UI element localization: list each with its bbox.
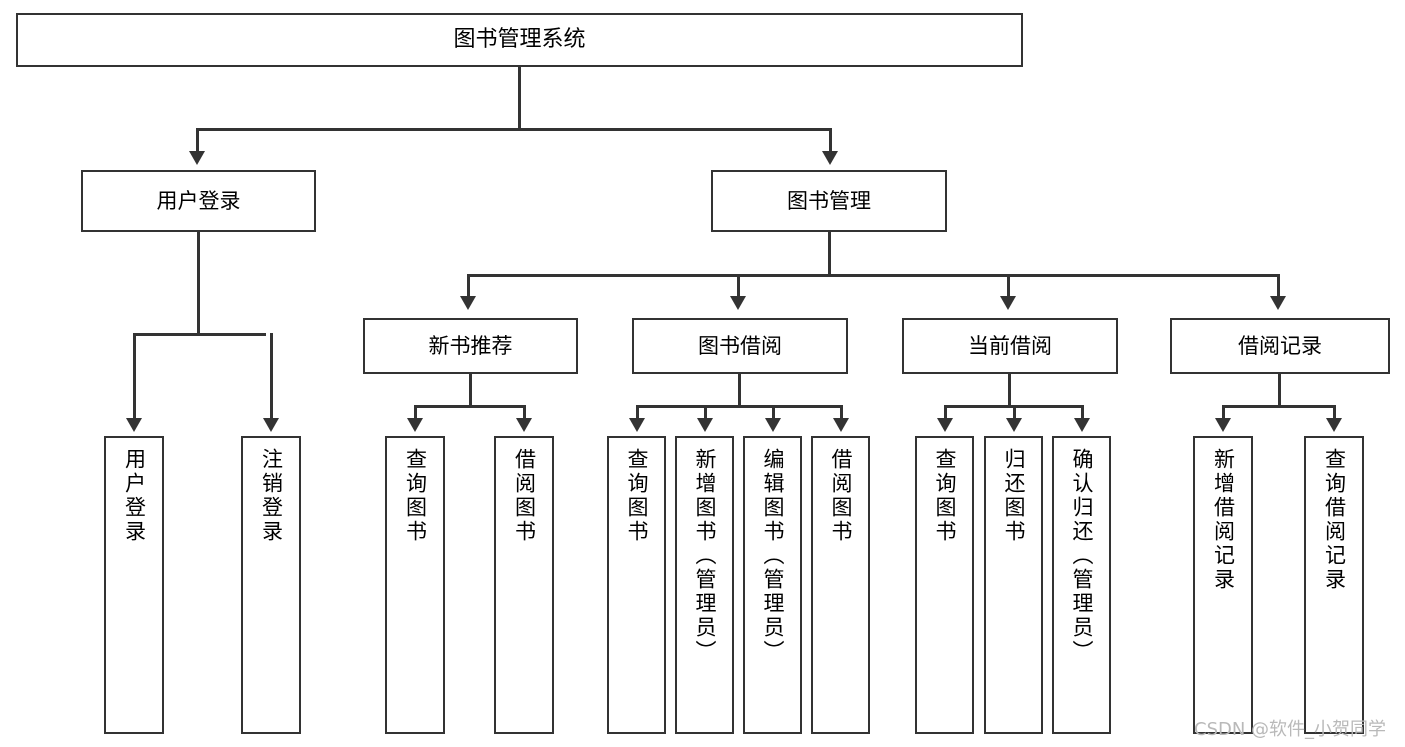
- leaf-new-book-query-books[interactable]: 查询图书: [385, 436, 445, 734]
- arrow-root-to-user-login: [189, 151, 205, 165]
- node-label: 当前借阅: [968, 333, 1052, 358]
- node-book-management[interactable]: 图书管理: [711, 170, 947, 232]
- node-user-login[interactable]: 用户登录: [81, 170, 316, 232]
- leaf-user-login-login[interactable]: 用户登录: [104, 436, 164, 734]
- arrow-book-manage-to-lvl3-4: [1270, 296, 1286, 310]
- connector-current-borrow-stem: [1008, 374, 1011, 407]
- leaf-borrow-record-add-record[interactable]: 新增借阅记录: [1193, 436, 1253, 734]
- arrow-book-manage-to-lvl3-2: [730, 296, 746, 310]
- arrow-root-to-book-manage: [822, 151, 838, 165]
- connector-new-book-to-leaf-1: [414, 405, 417, 419]
- arrow-book-manage-to-lvl3-3: [1000, 296, 1016, 310]
- arrow-book-borrow-to-leaf-2: [697, 418, 713, 432]
- arrow-borrow-record-to-leaf-1: [1215, 418, 1231, 432]
- leaf-book-borrow-add-book-admin[interactable]: 新增图书（管理员）: [675, 436, 734, 734]
- leaf-current-borrow-return-books[interactable]: 归还图书: [984, 436, 1043, 734]
- connector-book-borrow-to-leaf-1: [636, 405, 639, 419]
- node-label: 图书管理系统: [453, 27, 586, 53]
- connector-book-manage-to-lvl3-1: [467, 274, 470, 298]
- node-label: 用户登录: [156, 188, 241, 213]
- connector-book-manage-to-lvl3-3: [1007, 274, 1010, 298]
- leaf-user-login-logout[interactable]: 注销登录: [241, 436, 301, 734]
- node-label: 新增借阅记录: [1211, 448, 1236, 592]
- watermark-text: CSDN @软件_小贺同学: [1194, 719, 1387, 740]
- connector-book-borrow-bus: [636, 405, 843, 408]
- leaf-new-book-borrow-books[interactable]: 借阅图书: [494, 436, 554, 734]
- connector-borrow-record-stem: [1278, 374, 1281, 407]
- arrow-new-book-to-leaf-1: [407, 418, 423, 432]
- leaf-book-borrow-edit-book-admin[interactable]: 编辑图书（管理员）: [743, 436, 802, 734]
- connector-current-borrow-to-leaf-1: [944, 405, 947, 419]
- node-root-library-system[interactable]: 图书管理系统: [16, 13, 1023, 67]
- node-label: 借阅图书: [829, 448, 853, 544]
- arrow-book-manage-to-lvl3-1: [460, 296, 476, 310]
- connector-borrow-record-to-leaf-2: [1333, 405, 1336, 419]
- arrow-borrow-record-to-leaf-2: [1326, 418, 1342, 432]
- node-label: 编辑图书（管理员）: [761, 448, 785, 664]
- arrow-user-login-to-leaf-2: [263, 418, 279, 432]
- connector-book-manage-stem: [828, 232, 831, 276]
- connector-user-login-stem: [197, 232, 200, 335]
- leaf-borrow-record-query-record[interactable]: 查询借阅记录: [1304, 436, 1364, 734]
- arrow-new-book-to-leaf-2: [516, 418, 532, 432]
- connector-new-book-bus: [414, 405, 525, 408]
- node-label: 注销登录: [259, 448, 284, 544]
- arrow-book-borrow-to-leaf-1: [629, 418, 645, 432]
- connector-book-borrow-to-leaf-3: [772, 405, 775, 419]
- arrow-book-borrow-to-leaf-3: [765, 418, 781, 432]
- connector-user-login-to-leaf-1: [133, 333, 136, 419]
- connector-root-bus: [196, 128, 831, 131]
- connector-borrow-record-bus: [1222, 405, 1335, 408]
- node-label: 归还图书: [1002, 448, 1026, 544]
- connector-book-borrow-stem: [738, 374, 741, 407]
- node-label: 借阅图书: [512, 448, 537, 544]
- node-label: 查询图书: [933, 448, 957, 544]
- arrow-user-login-to-leaf-1: [126, 418, 142, 432]
- node-borrow-record[interactable]: 借阅记录: [1170, 318, 1390, 374]
- node-current-borrow[interactable]: 当前借阅: [902, 318, 1118, 374]
- connector-book-manage-to-lvl3-2: [737, 274, 740, 298]
- connector-current-borrow-to-leaf-3: [1081, 405, 1084, 419]
- connector-book-borrow-to-leaf-4: [840, 405, 843, 419]
- node-label: 查询图书: [403, 448, 428, 544]
- connector-book-borrow-to-leaf-2: [704, 405, 707, 419]
- node-label: 新增图书（管理员）: [693, 448, 717, 664]
- arrow-current-borrow-to-leaf-1: [937, 418, 953, 432]
- node-label: 查询借阅记录: [1322, 448, 1347, 592]
- node-label: 查询图书: [625, 448, 649, 544]
- node-label: 图书借阅: [698, 333, 782, 358]
- connector-book-manage-bus: [467, 274, 1279, 277]
- leaf-book-borrow-borrow-books[interactable]: 借阅图书: [811, 436, 870, 734]
- connector-book-manage-to-lvl3-4: [1277, 274, 1280, 298]
- arrow-current-borrow-to-leaf-3: [1074, 418, 1090, 432]
- connector-new-book-to-leaf-2: [523, 405, 526, 419]
- connector-borrow-record-to-leaf-1: [1222, 405, 1225, 419]
- arrow-current-borrow-to-leaf-2: [1006, 418, 1022, 432]
- node-new-book-recommend[interactable]: 新书推荐: [363, 318, 578, 374]
- node-label: 图书管理: [787, 188, 871, 213]
- leaf-current-borrow-confirm-return-admin[interactable]: 确认归还（管理员）: [1052, 436, 1111, 734]
- node-label: 确认归还（管理员）: [1070, 448, 1094, 664]
- connector-root-to-user-login: [196, 128, 199, 153]
- connector-root-stem: [518, 67, 521, 130]
- leaf-current-borrow-query-books[interactable]: 查询图书: [915, 436, 974, 734]
- node-book-borrow[interactable]: 图书借阅: [632, 318, 848, 374]
- node-label: 新书推荐: [428, 333, 513, 358]
- connector-current-borrow-to-leaf-2: [1013, 405, 1016, 419]
- connector-root-to-book-manage: [829, 128, 832, 153]
- connector-user-login-bus: [133, 333, 266, 336]
- node-label: 借阅记录: [1238, 333, 1322, 358]
- connector-new-book-stem: [469, 374, 472, 407]
- connector-user-login-to-leaf-2: [270, 333, 273, 419]
- arrow-book-borrow-to-leaf-4: [833, 418, 849, 432]
- leaf-book-borrow-query-books[interactable]: 查询图书: [607, 436, 666, 734]
- node-label: 用户登录: [122, 448, 147, 544]
